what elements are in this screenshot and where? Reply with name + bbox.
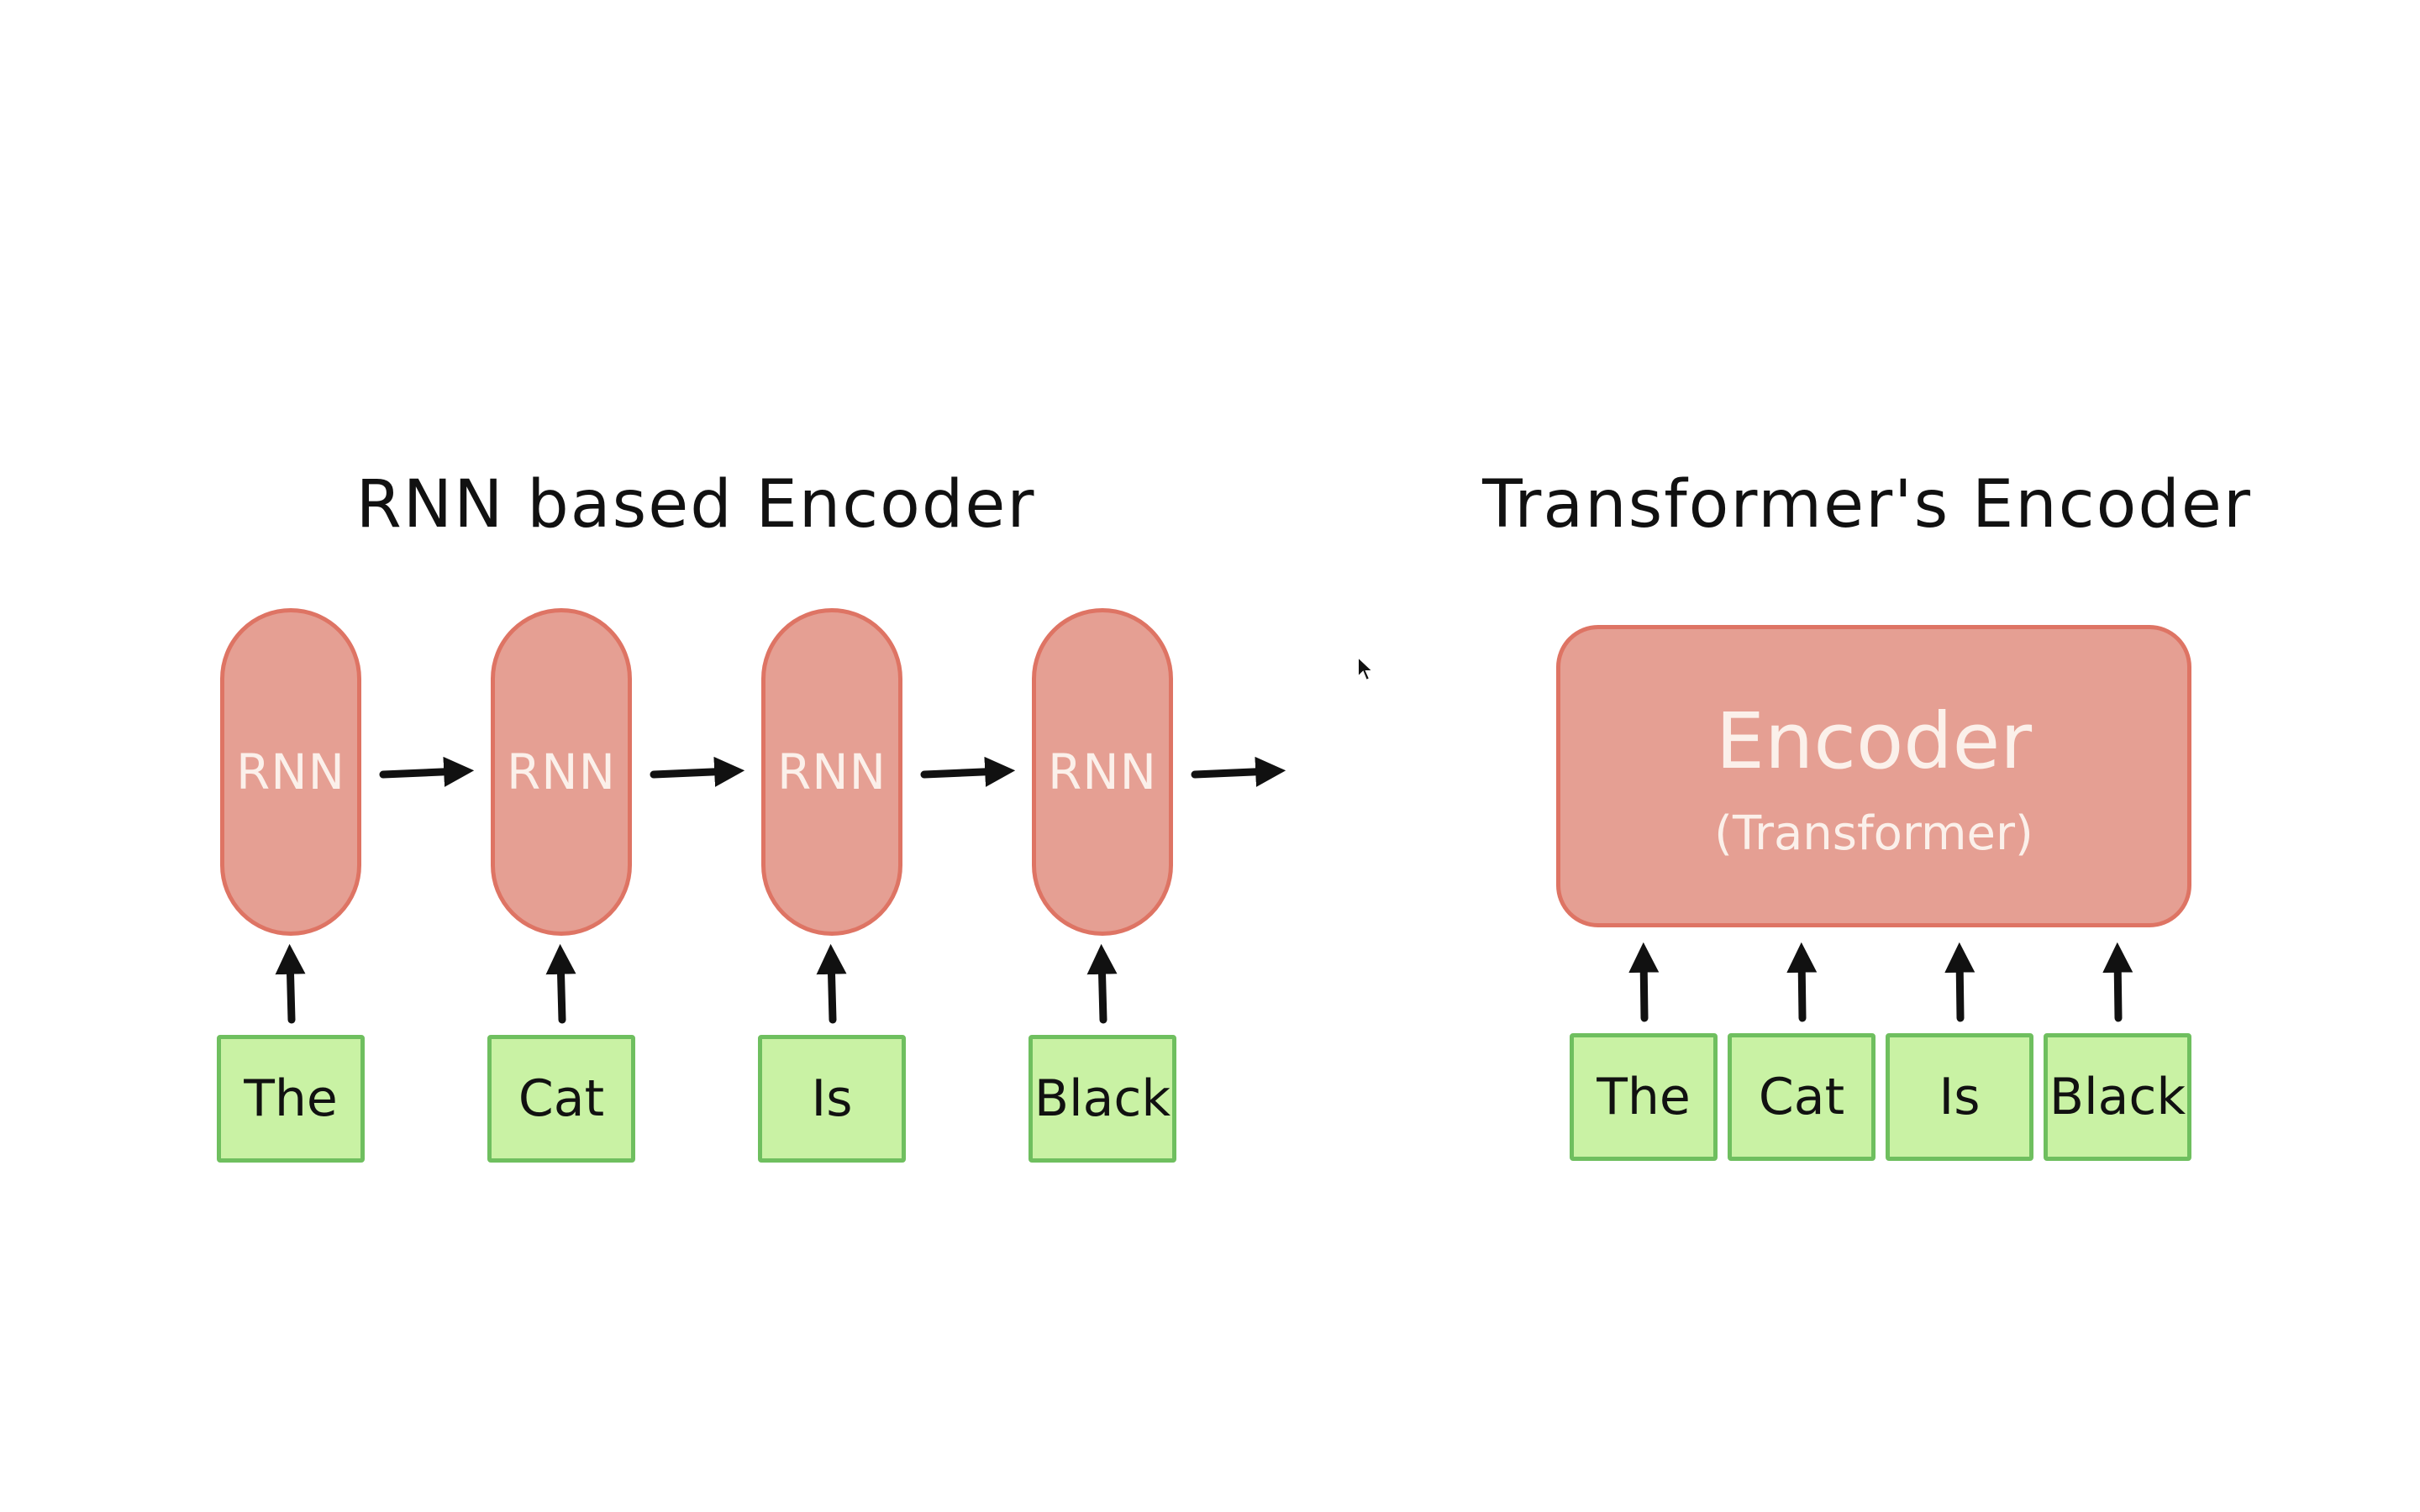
mouse-cursor-icon: [1357, 655, 1376, 682]
token-label: Cat: [518, 1069, 605, 1128]
arrow-up-icon: [275, 943, 306, 1024]
rnn-cell-2: RNN: [491, 608, 632, 936]
rnn-token-4: Black: [1028, 1035, 1176, 1163]
rnn-token-3: Is: [758, 1035, 906, 1163]
token-label: The: [1597, 1068, 1691, 1126]
arrow-up-icon: [545, 943, 576, 1024]
token-label: Black: [1034, 1069, 1171, 1128]
token-label: Black: [2049, 1068, 2186, 1126]
transformer-encoder-title: Transformer's Encoder: [1482, 467, 2252, 543]
token-label: Is: [811, 1069, 853, 1128]
arrow-right-icon: [650, 756, 745, 787]
transformer-token-4: Black: [2044, 1033, 2191, 1161]
token-label: Is: [1939, 1068, 1981, 1126]
rnn-encoder-title: RNN based Encoder: [355, 467, 1036, 543]
rnn-cell-label: RNN: [1047, 743, 1158, 801]
token-label: Cat: [1758, 1068, 1845, 1126]
encoder-box-title: Encoder: [1715, 696, 2033, 786]
transformer-encoder-box: Encoder (Transformer): [1556, 625, 2191, 927]
rnn-token-1: The: [217, 1035, 365, 1163]
rnn-cell-label: RNN: [506, 743, 617, 801]
arrow-up-icon: [816, 943, 847, 1024]
transformer-token-1: The: [1570, 1033, 1718, 1161]
rnn-cell-label: RNN: [235, 743, 346, 801]
encoder-box-subtitle: (Transformer): [1714, 806, 2033, 861]
arrow-right-icon: [379, 756, 475, 787]
transformer-token-2: Cat: [1728, 1033, 1876, 1161]
token-label: The: [244, 1069, 338, 1128]
arrow-up-icon: [1086, 943, 1118, 1024]
rnn-cell-3: RNN: [761, 608, 902, 936]
arrow-right-icon: [920, 756, 1016, 787]
arrow-right-icon: [1191, 756, 1286, 787]
rnn-cell-label: RNN: [776, 743, 887, 801]
rnn-token-2: Cat: [487, 1035, 635, 1163]
transformer-token-3: Is: [1886, 1033, 2033, 1161]
rnn-cell-1: RNN: [220, 608, 361, 936]
rnn-cell-4: RNN: [1032, 608, 1173, 936]
